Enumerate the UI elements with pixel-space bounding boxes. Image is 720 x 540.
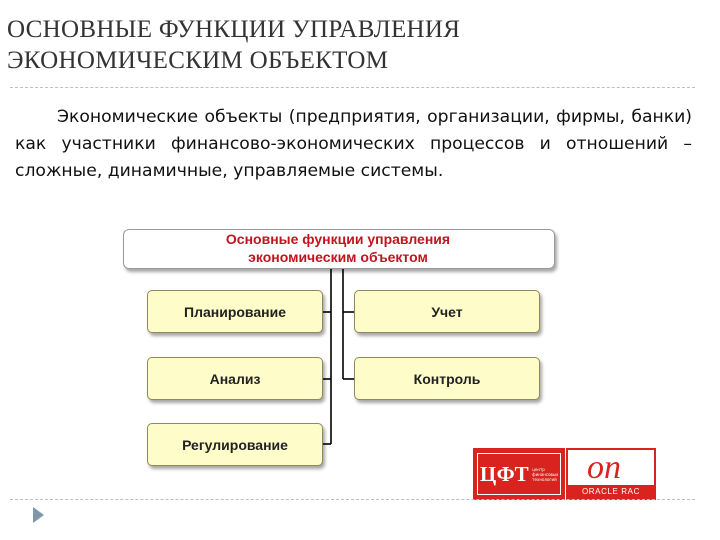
intro-paragraph: Экономические объекты (предприятия, орга…: [15, 107, 692, 181]
diagram-header-line-1: Основные функции управления: [225, 231, 451, 247]
diagram-header-text: Основные функции управления экономически…: [123, 230, 553, 266]
slide-title-line-1: ОСНОВНЫЕ ФУНКЦИИ УПРАВЛЕНИЯ: [7, 16, 461, 43]
slide-title: ОСНОВНЫЕ ФУНКЦИИ УПРАВЛЕНИЯ ЭКОНОМИЧЕСКИ…: [7, 14, 607, 76]
function-box-accounting: Учет: [354, 290, 540, 333]
footer-divider: [10, 499, 695, 500]
function-box-control: Контроль: [354, 357, 540, 400]
slide-bullet-icon: [33, 507, 44, 523]
function-box-regulation: Регулирование: [147, 423, 323, 466]
oracle-rac-caption: ORACLE RAC: [581, 487, 640, 496]
title-divider: [10, 87, 695, 88]
oracle-rac-logo: on ORACLE RAC: [566, 448, 656, 500]
slide-title-line-2: ЭКОНОМИЧЕСКИМ ОБЪЕКТОМ: [7, 47, 389, 74]
function-box-planning: Планирование: [147, 290, 323, 333]
cft-logo: ЦФТ центр финансовых технологий: [473, 448, 565, 500]
diagram-header-line-2: экономическим объектом: [248, 249, 428, 265]
function-box-analysis: Анализ: [147, 357, 323, 400]
on-logo-text: on: [587, 449, 621, 486]
cft-logo-text: ЦФТ: [479, 461, 530, 486]
cft-logo-subtext: центр финансовых технологий: [532, 466, 559, 482]
diagram-header-box: [123, 229, 555, 269]
